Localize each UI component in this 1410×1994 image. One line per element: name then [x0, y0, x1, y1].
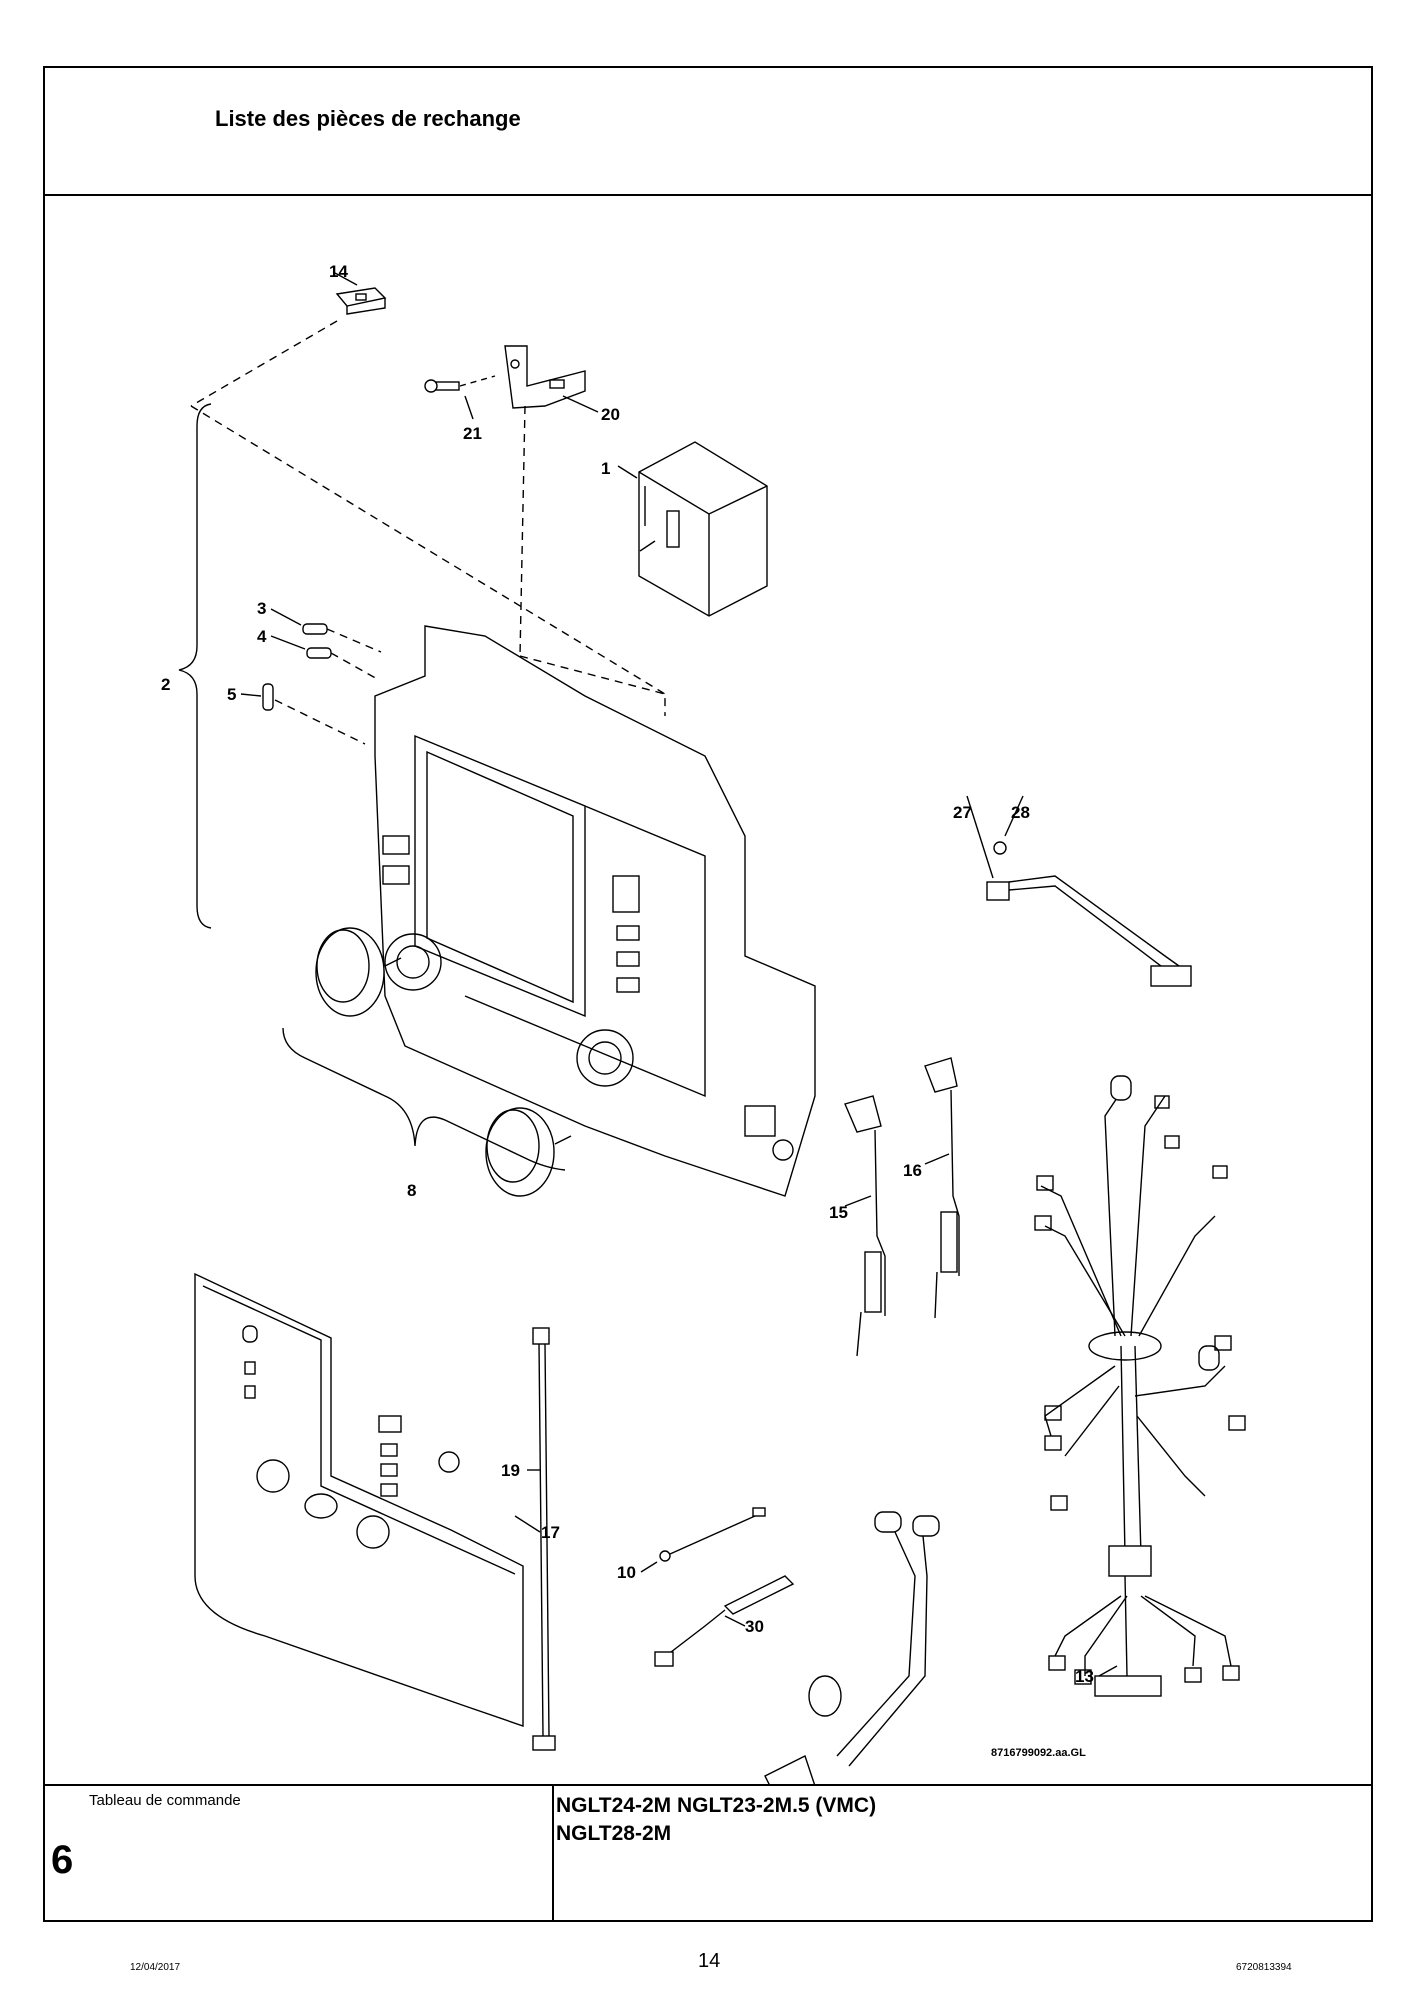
leader-5 — [240, 693, 262, 697]
callout-19: 19 — [501, 1461, 520, 1480]
parts-diagram-svg: 14 20 21 1 3 4 2 5 27 28 8 15 16 19 17 1… — [161, 262, 1246, 1812]
part-10-earth-wire — [659, 1507, 766, 1562]
exploded-parts-drawing: 14 20 21 1 3 4 2 5 27 28 8 15 16 19 17 1… — [45, 196, 1371, 1812]
part-16-cable — [924, 1057, 960, 1319]
part-21-screw — [424, 379, 460, 393]
footer-model-cell: NGLT24-2M NGLT23-2M.5 (VMC) NGLT28-2M — [554, 1786, 1371, 1920]
part-17-front-panel — [194, 1272, 524, 1727]
part-13-wiring-harness — [1034, 1075, 1246, 1697]
part-15-cable — [844, 1095, 886, 1357]
dash-line-14 — [190, 320, 338, 407]
part-19-cable — [532, 1327, 556, 1751]
callout-5: 5 — [227, 685, 236, 704]
callout-15: 15 — [829, 1203, 848, 1222]
callout-20: 20 — [601, 405, 620, 424]
leader-15 — [844, 1195, 872, 1207]
leader-30 — [724, 1615, 746, 1627]
callout-30: 30 — [745, 1617, 764, 1636]
part-14-clip — [335, 287, 387, 315]
page-title: Liste des pièces de rechange — [215, 106, 521, 131]
callout-10: 10 — [617, 1563, 636, 1582]
callout-28: 28 — [1011, 803, 1030, 822]
document-number: 6720813394 — [1236, 1962, 1292, 1973]
leader-14 — [334, 272, 358, 286]
callout-27: 27 — [953, 803, 972, 822]
callout-4: 4 — [257, 627, 267, 646]
part-1-module — [638, 441, 768, 617]
leader-21 — [464, 395, 474, 420]
leader-13 — [1098, 1665, 1118, 1677]
part-30-sensor — [654, 1575, 795, 1667]
callout-16: 16 — [903, 1161, 922, 1180]
header-row: Liste des pièces de rechange — [45, 68, 1371, 196]
section-number: 6 — [51, 1838, 74, 1882]
leader-10 — [640, 1561, 658, 1573]
control-box-body — [374, 625, 816, 1197]
leader-20 — [562, 395, 599, 413]
part-27-28-sensor-cable — [986, 841, 1192, 987]
footer-section-cell: Tableau de commande 6 — [45, 1786, 554, 1920]
section-name: Tableau de commande — [89, 1792, 241, 1809]
callout-13: 13 — [1075, 1667, 1094, 1686]
leader-4 — [270, 635, 306, 650]
callout-14: 14 — [329, 262, 348, 281]
drawing-reference: 8716799092.aa.GL — [991, 1747, 1086, 1759]
callout-8: 8 — [407, 1181, 416, 1200]
dash-line-frame — [190, 405, 666, 695]
part-12-electrode-cable — [764, 1511, 940, 1797]
leader-3 — [270, 608, 302, 626]
model-line-2: NGLT28-2M — [556, 1822, 672, 1845]
leader-28 — [1004, 795, 1024, 837]
model-line-1: NGLT24-2M NGLT23-2M.5 (VMC) — [556, 1794, 877, 1817]
callout-3: 3 — [257, 599, 266, 618]
page-number: 14 — [698, 1950, 721, 1972]
callout-17: 17 — [541, 1523, 560, 1542]
footer-row: Tableau de commande 6 NGLT24-2M NGLT23-2… — [45, 1784, 1371, 1920]
leader-27 — [966, 795, 994, 879]
callout-21: 21 — [463, 424, 482, 443]
leader-17 — [514, 1515, 541, 1533]
leader-16 — [924, 1153, 950, 1165]
page-date: 12/04/2017 — [130, 1962, 181, 1973]
leader-1 — [617, 465, 638, 479]
callout-2: 2 — [161, 675, 170, 694]
brace-2 — [178, 403, 212, 929]
brace-8 — [282, 1027, 566, 1171]
part-8-knobs — [315, 927, 572, 1197]
part-20-bracket — [504, 345, 586, 409]
callout-1: 1 — [601, 459, 610, 478]
page-frame: Liste des pièces de rechange — [43, 66, 1373, 1922]
